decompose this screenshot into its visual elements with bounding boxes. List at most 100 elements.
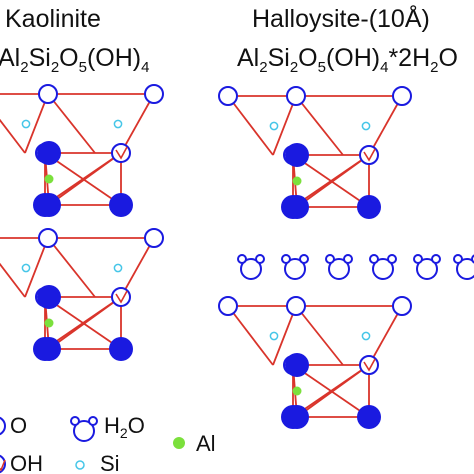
silicon-atom [269,121,279,131]
kaolinite-title: Kaolinite [5,5,101,33]
water-hydrogen [343,254,353,264]
kaolinite-formula: Al2Si2O5(OH)4 [0,44,149,76]
water-hydrogen [299,254,309,264]
water-hydrogen [88,416,98,426]
legend-water-label: H2O [104,413,145,441]
oxygen-atom [392,86,412,106]
bottom-hydroxyl-atom [357,405,381,429]
legend-hydroxyl-label: OH [10,451,43,474]
water-oxygen [284,258,306,280]
oxygen-atom [38,84,58,104]
legend-oh-icon [0,416,6,436]
tetra-bond [272,305,297,366]
inner-hydroxyl-atom [285,143,309,167]
tetra-bond [24,237,49,298]
oxygen-atom [218,86,238,106]
silicon-atom [21,119,31,129]
tetra-bond [120,237,155,298]
aluminium-atom [292,386,302,396]
water-molecule-5 [413,254,441,280]
silicon-atom [21,263,31,273]
tetra-bond [272,95,297,156]
legend-water-icon [70,416,98,442]
tetra-bond [295,95,344,156]
tetra-bond [295,305,344,366]
kaolinite-layer-1 [0,84,164,217]
octa-bond [48,296,122,350]
legend-hydroxyl-icon [0,454,6,474]
interlayer-water-row [237,254,474,280]
oxygen-atom [286,86,306,106]
hydroxyl-atom-bond [363,148,376,162]
water-hydrogen [453,254,463,264]
silicon-atom [113,263,123,273]
octa-bond [296,154,370,208]
aluminium-atom [292,176,302,186]
kaolinite-layer-2 [0,228,164,361]
legend-oh-label: O [10,413,27,438]
halloysite-layer-2 [218,296,412,429]
halloysite-title: Halloysite-(10Å) [252,3,430,33]
water-oxygen [328,258,350,280]
silicon-atom [113,119,123,129]
inner-hydroxyl-atom [37,285,61,309]
bottom-hydroxyl-atom [285,405,309,429]
water-hydrogen [431,254,441,264]
tetra-bond [47,237,96,298]
silicon-atom [361,121,371,131]
hydroxyl-atom-bond [363,358,376,372]
water-molecule-1 [237,254,265,280]
water-molecule-4 [369,254,397,280]
inner-hydroxyl-atom [285,353,309,377]
tetra-bond [47,93,96,154]
structure-layers [0,84,412,429]
oxygen-atom [144,84,164,104]
bottom-hydroxyl-atom [285,195,309,219]
bottom-hydroxyl-atom [37,193,61,217]
bottom-hydroxyl-atom [109,193,133,217]
tetra-bond [227,95,274,156]
water-molecule-3 [325,254,353,280]
tetra-bond [120,93,155,154]
tetra-bond [0,262,26,298]
legend-silicon-label: Si [100,451,120,474]
tetra-bond [368,95,403,156]
water-hydrogen [281,254,291,264]
legend-silicon-icon [75,460,85,470]
water-oxygen [240,258,262,280]
water-molecule-2 [281,254,309,280]
inner-hydroxyl-atom [37,141,61,165]
oxygen-atom [392,296,412,316]
water-hydrogen [255,254,265,264]
halloysite-formula: Al2Si2O5(OH)4*2H2O [237,44,458,76]
octa-bond [296,364,370,418]
oxygen-atom [286,296,306,316]
aluminium-atom [44,318,54,328]
oxygen-atom [218,296,238,316]
water-oxygen [372,258,394,280]
water-hydrogen [325,254,335,264]
silicon-atom [269,331,279,341]
water-hydrogen [237,254,247,264]
legend-aluminium-icon [173,437,185,449]
hydroxyl-atom-bond [115,290,128,304]
hydroxyl-atom-bond [115,146,128,160]
tetra-bond [24,93,49,154]
legend-aluminium-label: Al [196,431,216,456]
octa-bond [48,152,122,206]
legend: O H2O Al OH Si [0,413,216,474]
legend-water-molecule [70,416,98,442]
water-molecule-6 [453,254,474,280]
water-hydrogen [70,416,80,426]
water-hydrogen [369,254,379,264]
tetra-bond [368,305,403,366]
bottom-hydroxyl-atom [357,195,381,219]
oxygen-atom [38,228,58,248]
water-hydrogen [387,254,397,264]
aluminium-atom [44,174,54,184]
water-oxygen [416,258,438,280]
tetra-bond [227,305,274,366]
water-hydrogen [413,254,423,264]
bottom-hydroxyl-atom [37,337,61,361]
